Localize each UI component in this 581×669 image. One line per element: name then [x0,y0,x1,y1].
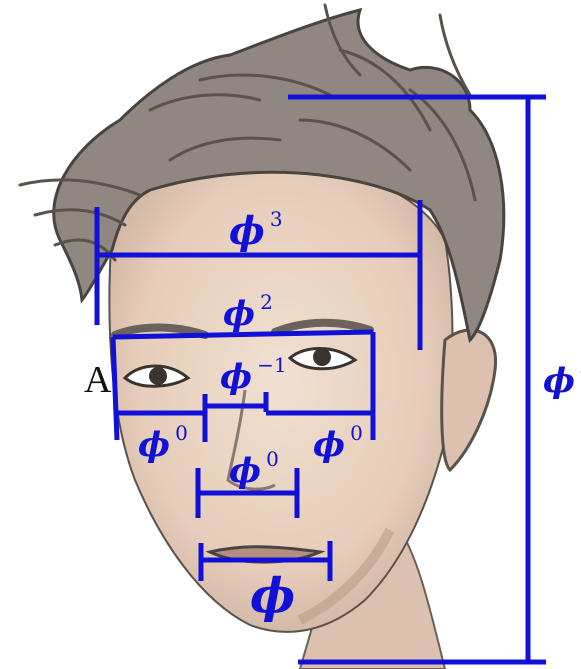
phi4-label: ϕ 4 [543,360,581,401]
right-pupil [313,348,331,366]
point-a-label: A [84,359,112,401]
right-ear [442,330,496,470]
left-pupil [149,367,167,385]
phi-mouth-label: ϕ [250,568,295,624]
